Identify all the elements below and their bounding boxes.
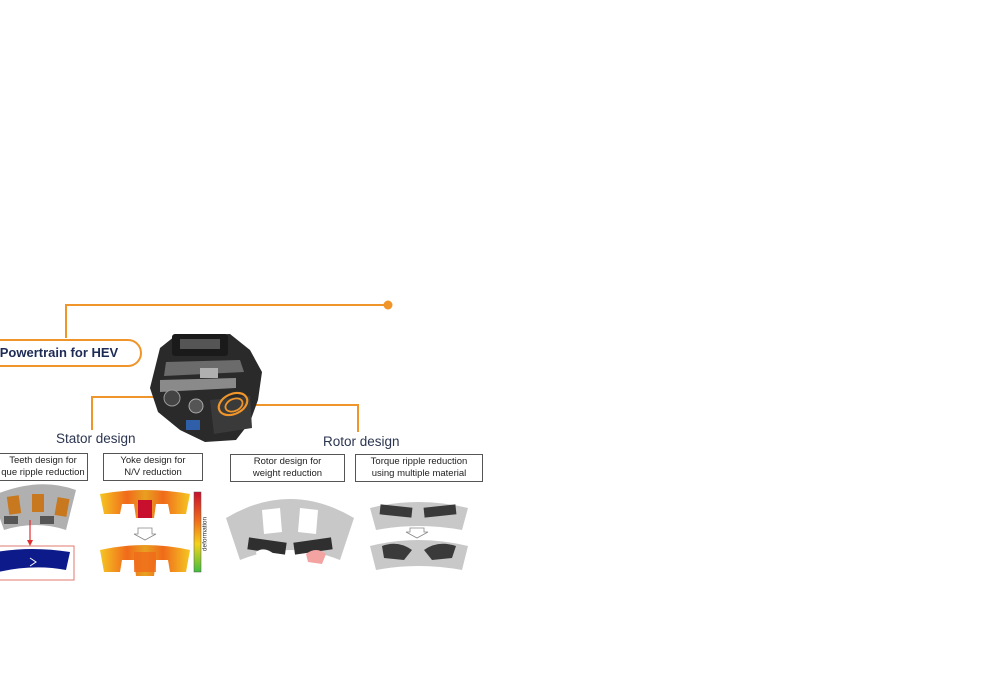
- powertrain-title: Powertrain for HEV: [0, 339, 142, 367]
- teeth-design-figure: [0, 484, 76, 581]
- engine-image: [150, 334, 262, 442]
- teeth-design-line-1: Teeth design for: [9, 455, 77, 466]
- rotor-weight-line-2: weight reduction: [252, 468, 323, 479]
- down-arrow-icon: [133, 527, 157, 541]
- torque-ripple-box: Torque ripple reduction using multiple m…: [355, 454, 483, 482]
- teeth-design-line-2: que ripple reduction: [1, 467, 85, 478]
- torque-ripple-line-2: using multiple material: [371, 468, 467, 479]
- deformation-label: deformation: [201, 516, 209, 552]
- yoke-design-box: Yoke design for N/V reduction: [103, 453, 203, 481]
- connector-dot-icon: [383, 300, 393, 310]
- rotor-weight-line-1: Rotor design for: [253, 456, 322, 467]
- rotor-design-title: Rotor design: [323, 434, 400, 449]
- stator-design-title: Stator design: [56, 431, 136, 446]
- yoke-design-line-2: N/V reduction: [124, 467, 182, 478]
- deformation-colorbar: [193, 491, 202, 573]
- connector-lines: [65, 304, 387, 432]
- rotor-multimaterial-figure: [370, 502, 468, 570]
- teeth-design-box: Teeth design for que ripple reduction: [0, 453, 88, 481]
- rotor-weight-figure: [226, 499, 354, 564]
- rotor-weight-box: Rotor design for weight reduction: [230, 454, 345, 482]
- yoke-design-figure: [100, 490, 202, 576]
- yoke-design-line-1: Yoke design for: [120, 455, 186, 466]
- torque-ripple-line-1: Torque ripple reduction: [370, 456, 468, 467]
